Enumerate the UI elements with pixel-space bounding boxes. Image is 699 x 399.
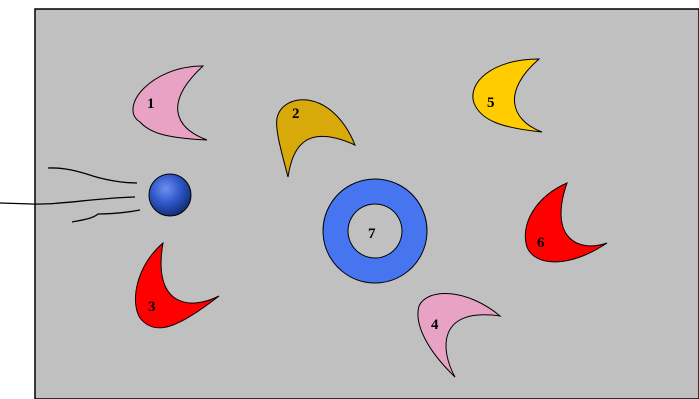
ring-7: 7 (323, 179, 427, 283)
shape-label-5: 5 (487, 95, 495, 111)
shape-label-4: 4 (431, 317, 439, 333)
shape-label-2: 2 (292, 106, 300, 122)
shape-label-1: 1 (147, 96, 155, 112)
shape-label-7: 7 (368, 226, 376, 242)
blue-ball (149, 174, 191, 216)
shape-label-3: 3 (148, 299, 156, 315)
shape-label-6: 6 (537, 235, 545, 251)
